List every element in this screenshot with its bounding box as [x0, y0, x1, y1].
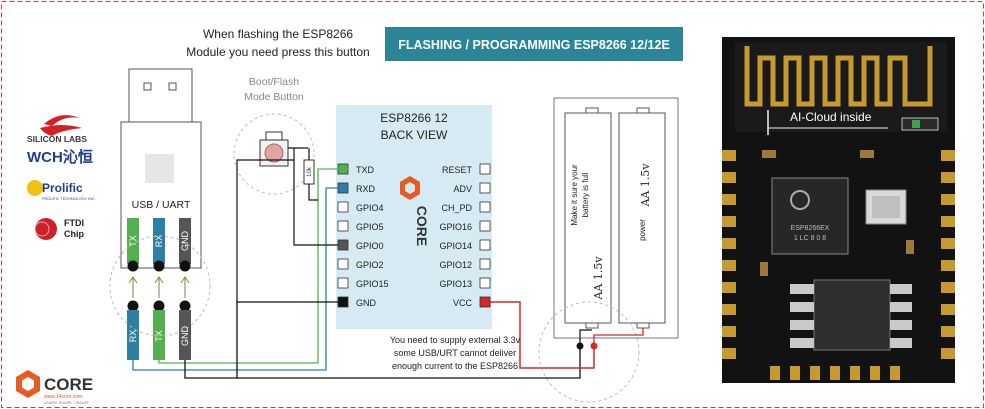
core-footer-url: www.14core.com — [44, 394, 82, 400]
silicon-labs-text: SILICON LABS — [27, 134, 87, 144]
title-banner — [385, 27, 683, 61]
pin-gpio13: GPIO13 — [439, 279, 472, 289]
esp-title-line2: BACK VIEW — [381, 128, 448, 142]
usb-pins-highlight-circle — [109, 235, 211, 337]
boot-flash-button — [259, 131, 289, 167]
core-footer-tag: LEARN. SHARE. CREATE — [44, 401, 90, 405]
flash-chip — [813, 279, 891, 351]
title-banner-text: FLASHING / PROGRAMMING ESP8266 12/12E — [398, 38, 670, 52]
usb-plug — [128, 68, 193, 123]
wire-gnd-label: GND — [180, 326, 190, 347]
wiring — [132, 148, 644, 379]
pin-gpio4: GPIO4 — [356, 203, 384, 213]
ftdi-chip-text: Chip — [64, 229, 84, 239]
pin-gpio16: GPIO16 — [439, 222, 472, 232]
supply-note-line2: some USB/URT cannot deliver — [394, 348, 516, 358]
usb-pin-rx: RX — [154, 235, 164, 248]
core-footer-logo: CORE www.14core.com LEARN. SHARE. CREATE — [16, 370, 93, 405]
ftdi-logo: FTDI Chip — [34, 218, 84, 240]
supply-note-line1: You need to supply external 3.3v — [390, 335, 521, 345]
ftdi-text: FTDI — [64, 218, 84, 228]
usb-uart-adapter: USB / UART TX RX GND RX TX GND — [120, 68, 202, 360]
battery-terminal-highlight-circle — [538, 301, 640, 403]
battery-cell-2: power AA 1.5v — [618, 107, 666, 329]
battery-cell2-label: AA 1.5v — [639, 163, 652, 208]
battery-note-line1: Make it sure your — [570, 164, 579, 226]
pin-txd: TXD — [356, 165, 375, 175]
core-logo-board-text: CORE — [414, 206, 430, 246]
pin-rxd: RXD — [356, 184, 376, 194]
pcb-antenna — [744, 46, 933, 107]
uart-chip — [145, 154, 174, 183]
usb-pin-tx: TX — [128, 235, 138, 247]
esp-title-line1: ESP8266 12 — [380, 111, 448, 125]
pin-ch-pd: CH_PD — [441, 203, 472, 213]
usb-pin-gnd: GND — [180, 231, 190, 252]
pin-gpio14: GPIO14 — [439, 241, 472, 251]
prolific-sun-icon — [27, 180, 43, 196]
wch-text: WCH沁恒 — [27, 148, 93, 166]
battery-cell-1: Make it sure your battery is full AA 1.5… — [564, 107, 612, 329]
prolific-subtext: PROLIFIC TECHNOLOGY INC. — [42, 197, 96, 201]
pin-gpio15: GPIO15 — [356, 279, 389, 289]
pin-adv: ADV — [453, 184, 472, 194]
boot-button-label-line1: Boot/Flash — [249, 76, 299, 88]
usb-uart-label: USB / UART — [132, 199, 191, 211]
boot-button-label-line2: Mode Button — [244, 91, 304, 103]
pin-gpio0: GPIO0 — [356, 241, 384, 251]
ftdi-disc-icon — [35, 218, 57, 240]
prolific-logo: Prolific PROLIFIC TECHNOLOGY INC. — [27, 180, 96, 201]
prolific-text: Prolific — [42, 181, 83, 195]
battery-note-line2: battery is full — [581, 172, 590, 217]
boot-button-highlight-circle — [233, 113, 315, 195]
boot-button-cap — [264, 143, 284, 163]
pin-gnd: GND — [356, 298, 377, 308]
pin-reset: RESET — [442, 165, 473, 175]
pin-gpio5: GPIO5 — [356, 222, 384, 232]
pin-gpio12: GPIO12 — [439, 260, 472, 270]
header-note-line1: When flashing the ESP8266 — [203, 27, 353, 41]
pin-vcc: VCC — [453, 298, 473, 308]
pin-gpio2: GPIO2 — [356, 260, 384, 270]
core-logo-on-board: CORE — [400, 176, 430, 246]
esp8266-module-photo: AI-Cloud inside ESP82 — [722, 37, 955, 383]
wire-rx-label: RX — [128, 330, 138, 343]
chip-marking-line2: 1 LC 8 0 8 — [794, 235, 826, 242]
supply-note-line3: enough current to the ESP8266 — [392, 361, 518, 371]
battery-cell1-label: AA 1.5v — [592, 256, 605, 301]
chip-marking-line1: ESP8266EX — [791, 225, 830, 232]
esp8266ex-chip — [771, 177, 849, 255]
wch-logo: WCH沁恒 — [27, 148, 93, 166]
battery-cell2-prefix: power — [638, 219, 647, 241]
module-antenna-text: AI-Cloud inside — [790, 110, 872, 124]
header-note-line2: Module you need press this button — [186, 45, 369, 59]
esp-right-pins: RESET ADV CH_PD GPIO16 GPIO14 GPIO12 GPI… — [439, 163, 491, 308]
silicon-labs-logo: SILICON LABS — [27, 115, 87, 144]
esp8266-board — [336, 105, 492, 329]
resistor-value: 10k — [307, 166, 313, 177]
core-footer-name: CORE — [44, 375, 93, 394]
